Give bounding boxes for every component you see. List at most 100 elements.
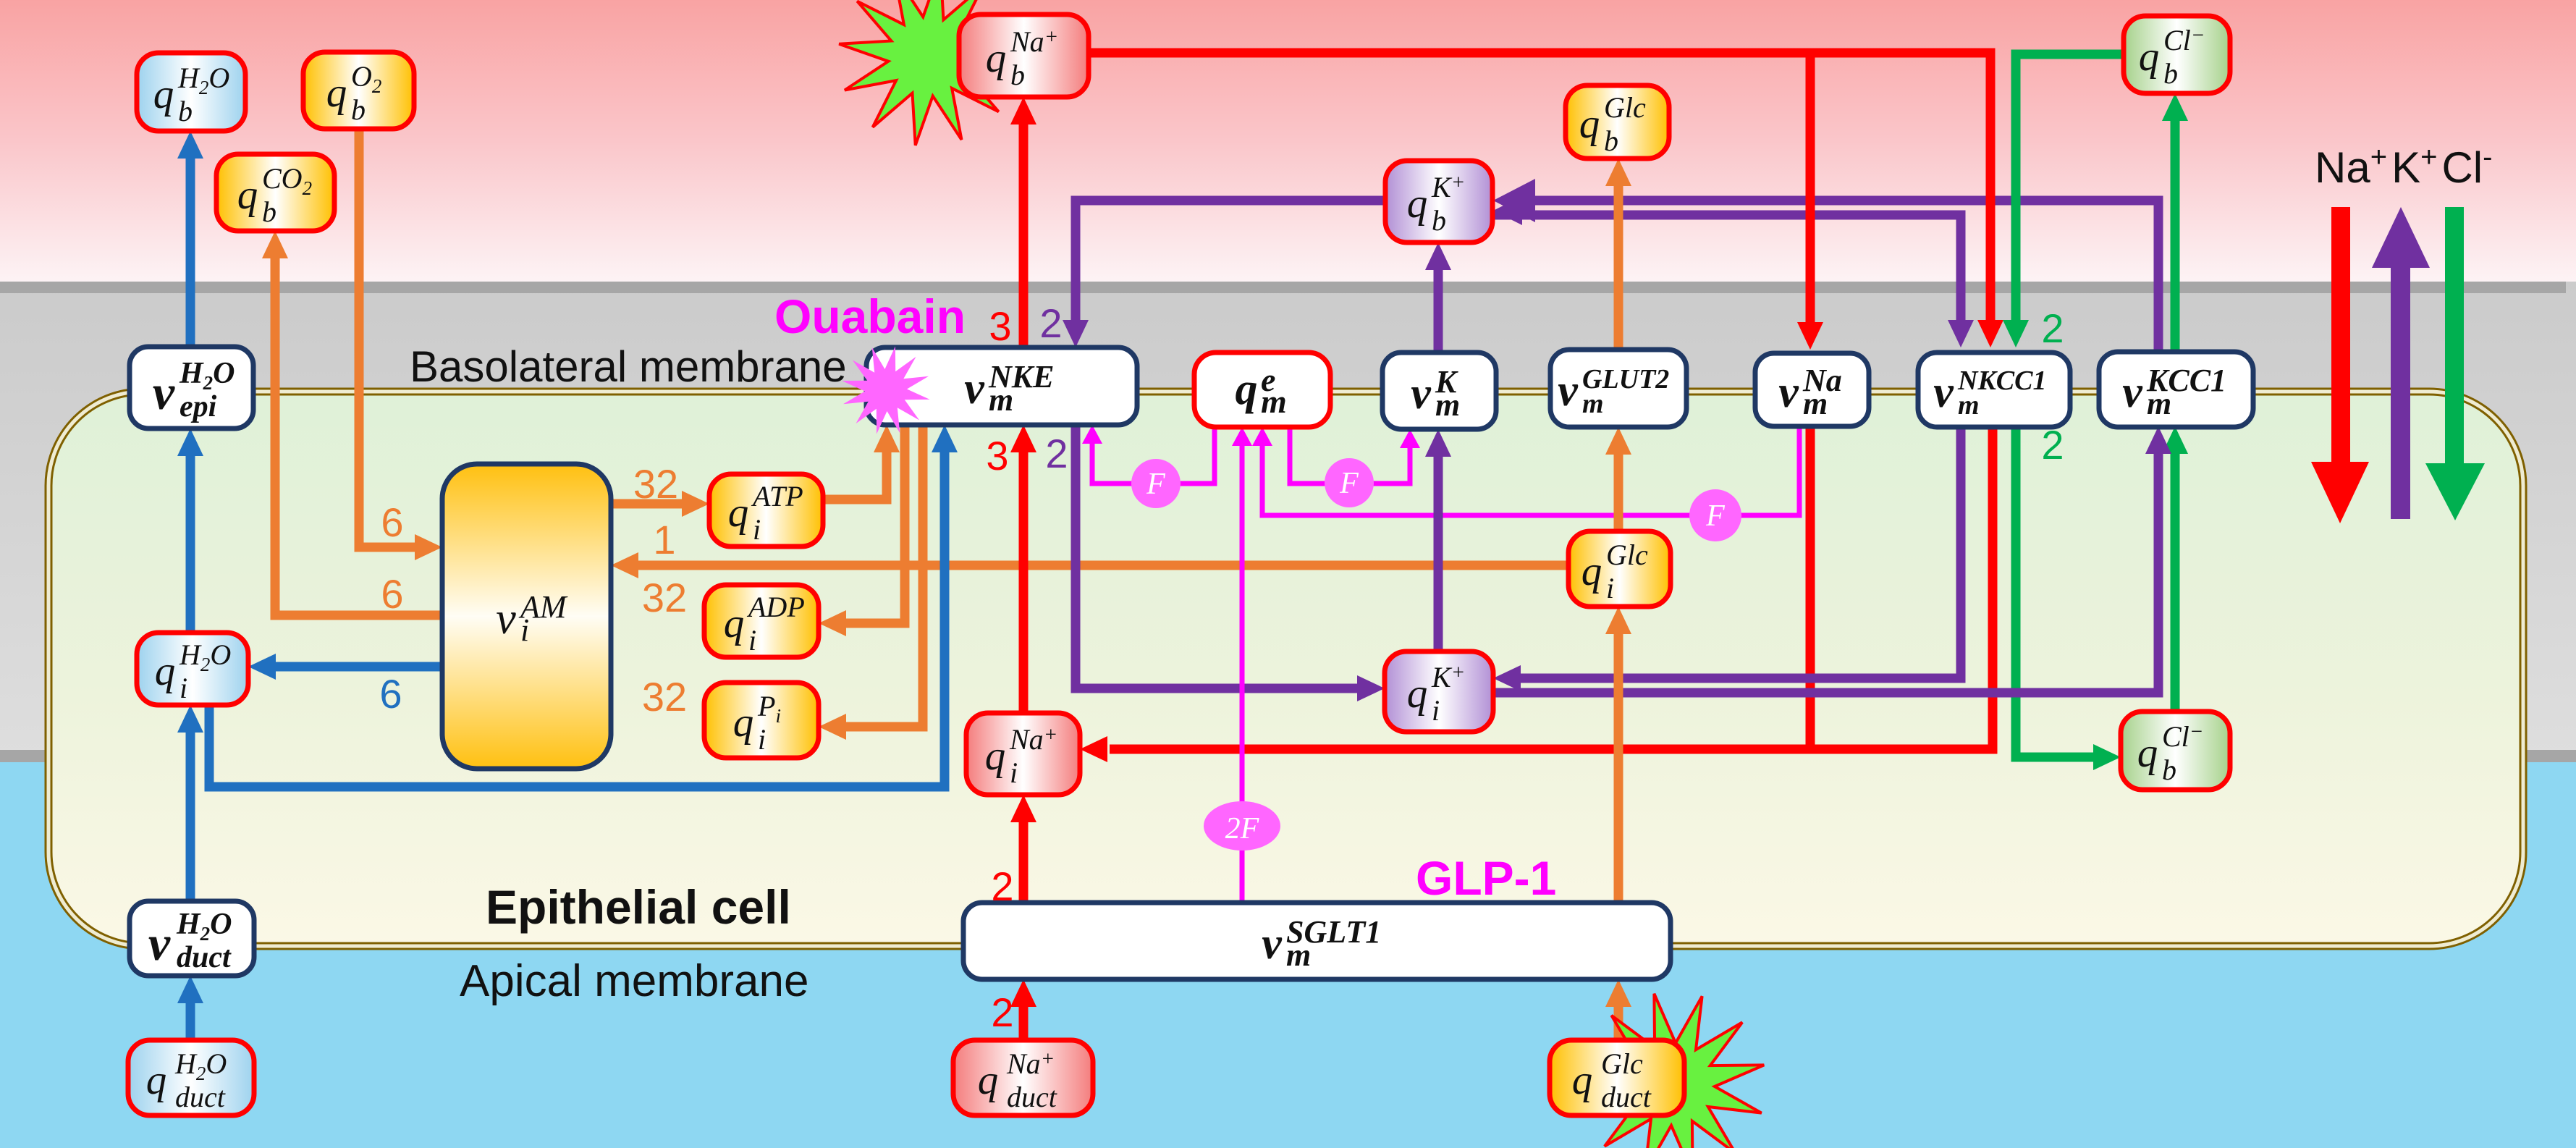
svg-text:duct: duct	[1601, 1081, 1652, 1113]
svg-text:b: b	[1432, 204, 1446, 237]
svg-text:KCC1: KCC1	[2146, 363, 2226, 398]
svg-text:2: 2	[1039, 300, 1062, 346]
svg-text:b: b	[2163, 57, 2178, 90]
svg-text:q: q	[1236, 365, 1258, 414]
svg-text:Cl−: Cl−	[2162, 720, 2203, 753]
svg-text:b: b	[2162, 754, 2176, 786]
svg-text:F: F	[1705, 499, 1725, 533]
svg-text:F: F	[1339, 467, 1359, 500]
svg-text:i: i	[1010, 756, 1018, 789]
svg-text:Glc: Glc	[1604, 91, 1646, 124]
svg-text:AM: AM	[518, 589, 568, 625]
svg-text:m: m	[1803, 386, 1828, 421]
svg-text:duct: duct	[1007, 1081, 1057, 1113]
svg-text:i: i	[748, 624, 756, 657]
svg-text:6: 6	[379, 671, 402, 717]
svg-text:ATP: ATP	[751, 480, 803, 512]
svg-text:2: 2	[2041, 422, 2064, 468]
svg-text:NKE: NKE	[988, 359, 1054, 394]
svg-text:H2O: H2O	[177, 62, 229, 98]
svg-text:v: v	[2122, 368, 2143, 417]
svg-text:H2O: H2O	[179, 638, 231, 675]
svg-text:i: i	[1606, 572, 1614, 604]
svg-text:i: i	[753, 513, 761, 546]
svg-text:v: v	[964, 364, 985, 413]
svg-text:q: q	[1572, 1058, 1593, 1103]
svg-text:q: q	[1582, 549, 1602, 594]
svg-text:b: b	[351, 93, 366, 126]
svg-text:ADP: ADP	[746, 591, 805, 623]
svg-text:q: q	[1407, 671, 1428, 717]
svg-text:m: m	[1435, 387, 1460, 423]
svg-text:m: m	[1261, 383, 1287, 420]
svg-text:K: K	[1435, 364, 1458, 400]
svg-text:b: b	[1604, 124, 1618, 157]
svg-text:GLP-1: GLP-1	[1416, 851, 1556, 905]
svg-text:SGLT1: SGLT1	[1286, 914, 1381, 950]
svg-text:3: 3	[986, 433, 1008, 478]
svg-text:Epithelial cell: Epithelial cell	[486, 880, 791, 934]
svg-text:m: m	[1958, 390, 1980, 421]
svg-text:6: 6	[381, 571, 403, 617]
svg-text:q: q	[1407, 181, 1428, 227]
svg-text:2F: 2F	[1225, 812, 1259, 845]
svg-text:Basolateral membrane: Basolateral membrane	[410, 342, 847, 391]
svg-text:3: 3	[989, 303, 1011, 349]
svg-text:GLUT2: GLUT2	[1582, 364, 1669, 394]
svg-text:q: q	[2137, 730, 2158, 776]
svg-text:q: q	[985, 733, 1006, 779]
svg-text:v: v	[1411, 369, 1432, 418]
svg-text:H2O: H2O	[176, 908, 232, 945]
svg-text:b: b	[1010, 59, 1025, 91]
svg-text:32: 32	[642, 674, 687, 719]
svg-text:Na+: Na+	[1006, 1047, 1055, 1080]
svg-text:Glc: Glc	[1601, 1047, 1643, 1080]
svg-text:1: 1	[653, 517, 675, 562]
svg-text:q: q	[1579, 101, 1600, 147]
svg-text:v: v	[1778, 368, 1799, 417]
svg-text:32: 32	[642, 575, 687, 620]
svg-text:v: v	[1262, 919, 1283, 968]
svg-text:2: 2	[1045, 431, 1068, 476]
svg-text:Ouabain: Ouabain	[774, 290, 966, 343]
svg-text:b: b	[262, 195, 276, 228]
svg-text:Na: Na	[1802, 363, 1842, 398]
svg-text:q: q	[733, 700, 754, 746]
svg-text:i: i	[758, 723, 766, 756]
svg-text:duct: duct	[177, 941, 232, 974]
svg-text:e: e	[1261, 361, 1275, 398]
svg-text:m: m	[989, 382, 1013, 418]
svg-text:2: 2	[991, 989, 1013, 1035]
svg-text:m: m	[2147, 386, 2171, 421]
svg-text:Apical membrane: Apical membrane	[460, 956, 808, 1006]
svg-text:duct: duct	[175, 1081, 226, 1113]
svg-text:O2: O2	[351, 60, 381, 97]
svg-text:i: i	[180, 672, 187, 704]
svg-text:Na+K+Cl-: Na+K+Cl-	[2315, 141, 2492, 192]
svg-text:q: q	[153, 72, 174, 117]
svg-text:i: i	[520, 612, 529, 648]
svg-text:32: 32	[633, 461, 678, 507]
svg-text:v: v	[496, 594, 516, 643]
svg-text:Glc: Glc	[1606, 539, 1648, 571]
svg-text:i: i	[1432, 694, 1440, 727]
svg-text:q: q	[724, 601, 745, 646]
svg-text:2: 2	[2041, 305, 2064, 351]
svg-text:v: v	[1558, 366, 1579, 415]
svg-text:q: q	[2139, 34, 2160, 80]
svg-text:m: m	[1582, 389, 1604, 419]
svg-text:q: q	[146, 1058, 167, 1103]
svg-text:q: q	[978, 1058, 999, 1103]
svg-text:q: q	[728, 490, 749, 536]
svg-text:2: 2	[991, 864, 1013, 909]
svg-text:q: q	[326, 70, 347, 116]
svg-text:v: v	[148, 916, 171, 971]
svg-text:v: v	[153, 365, 175, 420]
svg-text:NKCC1: NKCC1	[1957, 366, 2046, 396]
svg-text:q: q	[155, 649, 176, 694]
svg-text:epi: epi	[180, 390, 217, 423]
svg-text:q: q	[986, 35, 1007, 81]
svg-text:b: b	[178, 95, 193, 127]
svg-text:v: v	[1933, 368, 1954, 417]
svg-text:q: q	[237, 172, 258, 218]
